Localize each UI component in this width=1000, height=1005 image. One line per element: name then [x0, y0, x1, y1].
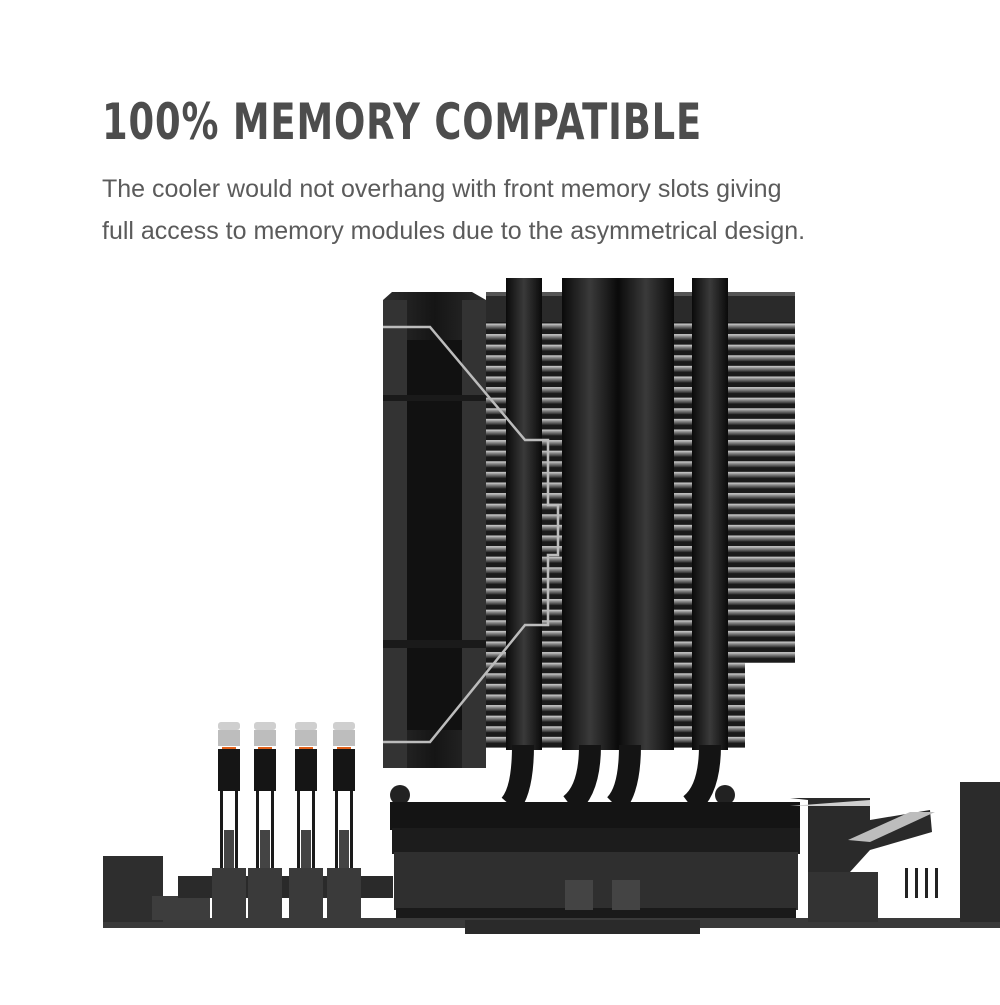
motherboard — [103, 782, 1000, 934]
heatpipe-bends — [501, 744, 721, 814]
base-mount — [390, 785, 935, 918]
description: The cooler would not overhang with front… — [102, 168, 922, 252]
headline: 100% MEMORY COMPATIBLE — [102, 93, 702, 151]
product-image — [0, 260, 1000, 1000]
fan-clip — [383, 325, 560, 744]
heatpipes — [506, 278, 728, 750]
fan — [383, 292, 486, 768]
description-line-2: full access to memory modules due to the… — [102, 217, 806, 245]
description-line-1: The cooler would not overhang with front… — [102, 175, 782, 203]
memory-slots — [212, 722, 361, 920]
